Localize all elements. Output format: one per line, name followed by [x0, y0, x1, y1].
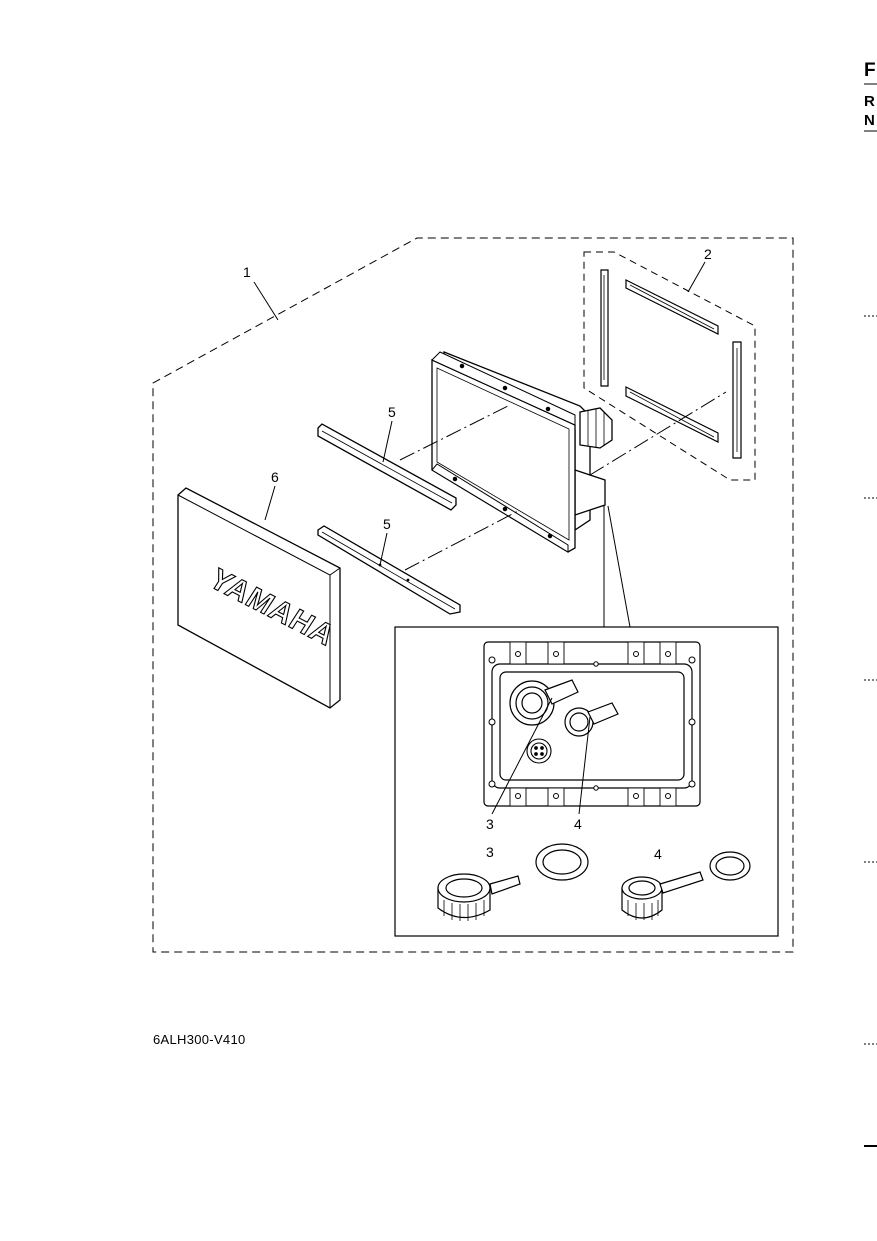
corner-header: F R N	[864, 60, 877, 132]
display-unit	[431, 351, 613, 553]
connector-small	[564, 702, 619, 737]
dust-cap-large	[437, 843, 589, 921]
assembly-outline	[152, 237, 794, 953]
callout-assembly: 1	[243, 264, 251, 280]
reference-code: 6ALH300-V410	[153, 1032, 246, 1047]
mounting-brackets	[600, 269, 742, 459]
edge-tick-marks	[864, 315, 877, 1147]
bracket-set-outline	[583, 251, 756, 481]
leader-lines	[253, 261, 706, 628]
callout-trim-upper: 5	[388, 404, 396, 420]
corner-letter-f: F	[864, 60, 876, 81]
trim-strip-lower	[317, 525, 461, 615]
dust-cap-small	[621, 851, 751, 920]
alignment-lines	[399, 391, 727, 571]
callout-sun-cover: 6	[271, 469, 279, 485]
connector-leaders	[491, 697, 591, 815]
callout-bracket-set: 2	[704, 246, 712, 262]
callout-cap-small-port: 4	[574, 816, 582, 832]
screw-holes	[488, 651, 696, 799]
sun-cover: YAMAHA	[177, 487, 342, 709]
corner-letter-r: R	[864, 93, 875, 110]
connector-large	[509, 679, 579, 726]
corner-letter-n: N	[864, 112, 875, 129]
callout-cap-large-detail: 3	[486, 844, 494, 860]
callout-cap-large-port: 3	[486, 816, 494, 832]
callout-cap-small-detail: 4	[654, 846, 662, 862]
connector-round-port	[526, 738, 552, 764]
display-screen	[436, 367, 570, 541]
callout-labels: 1 2 5 6 5 3 4 3 4	[243, 246, 712, 862]
callout-trim-lower: 5	[383, 516, 391, 532]
bracket-left-upright	[600, 269, 609, 387]
